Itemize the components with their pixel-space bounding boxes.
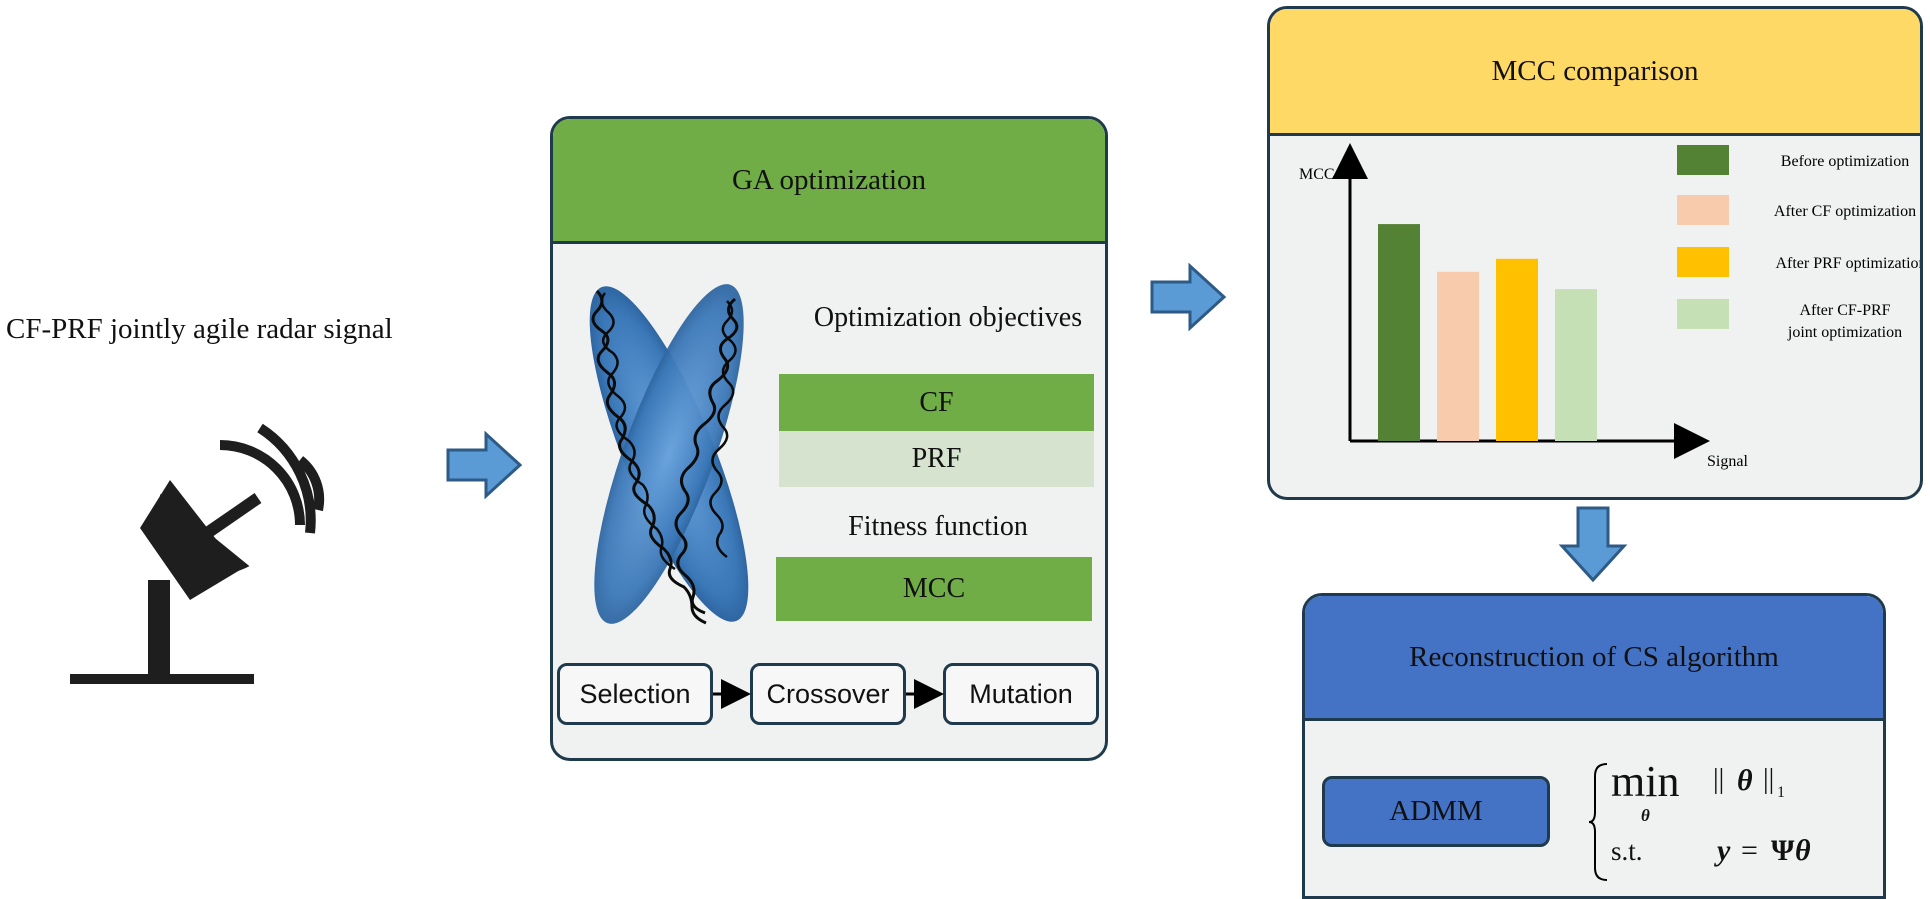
ga-panel-title: GA optimization bbox=[731, 163, 927, 196]
formula-st: s.t. bbox=[1611, 836, 1643, 866]
objectives-heading: Optimization objectives bbox=[813, 302, 1083, 333]
formula-norm-left: || bbox=[1713, 764, 1725, 795]
optimization-formula: min θ || θ || 1 s.t. y = Ψ θ bbox=[1587, 756, 1877, 896]
chromosome-icon bbox=[589, 284, 749, 625]
formula-psi: Ψ bbox=[1771, 834, 1795, 867]
arrow-down-icon bbox=[1558, 506, 1628, 583]
legend-swatch-2 bbox=[1677, 247, 1729, 277]
mcc-panel-title: MCC comparison bbox=[1491, 54, 1699, 87]
cs-panel-header: Reconstruction of CS algorithm bbox=[1305, 596, 1883, 721]
ga-optimization-panel: GA optimization Optimization objectives … bbox=[550, 116, 1108, 761]
mcc-comparison-panel: MCC comparison MCC Signal Before optimiz… bbox=[1267, 6, 1923, 500]
arrow-right-icon bbox=[446, 430, 523, 500]
legend-swatch-3 bbox=[1677, 299, 1729, 329]
bar-1 bbox=[1437, 271, 1479, 441]
fitness-heading: Fitness function bbox=[848, 511, 1028, 542]
arrow-right-icon bbox=[1150, 262, 1227, 332]
bar-3 bbox=[1555, 289, 1597, 441]
formula-equals: = bbox=[1741, 834, 1758, 867]
formula-y: y bbox=[1717, 834, 1731, 867]
ga-panel-header: GA optimization bbox=[553, 119, 1105, 244]
legend-label-1: After CF optimization bbox=[1774, 203, 1916, 220]
radar-dish-icon bbox=[70, 423, 325, 684]
formula-theta: θ bbox=[1737, 764, 1753, 797]
mcc-panel-header: MCC comparison bbox=[1270, 9, 1920, 136]
y-axis-label: MCC bbox=[1299, 166, 1335, 183]
admm-box: ADMM bbox=[1322, 776, 1550, 847]
x-axis-label: Signal bbox=[1707, 453, 1748, 470]
formula-min: min bbox=[1611, 757, 1680, 806]
legend-swatch-0 bbox=[1677, 145, 1729, 175]
brace-icon bbox=[1588, 763, 1608, 881]
legend-label-0: Before optimization bbox=[1781, 153, 1909, 170]
bar-0 bbox=[1378, 224, 1420, 441]
admm-label: ADMM bbox=[1389, 795, 1483, 827]
fitness-mcc: MCC bbox=[776, 557, 1092, 621]
legend-swatch-1 bbox=[1677, 195, 1729, 225]
legend-label-2: After PRF optimization bbox=[1775, 255, 1923, 272]
objective-cf: CF bbox=[779, 374, 1094, 431]
step-crossover: Crossover bbox=[750, 663, 906, 725]
step-selection: Selection bbox=[557, 663, 713, 725]
formula-norm-right: || bbox=[1763, 764, 1775, 795]
formula-theta-2: θ bbox=[1795, 834, 1811, 867]
cs-panel-title: Reconstruction of CS algorithm bbox=[1409, 640, 1779, 673]
formula-min-subscript: θ bbox=[1641, 806, 1650, 825]
objective-prf: PRF bbox=[779, 431, 1094, 487]
step-mutation: Mutation bbox=[943, 663, 1099, 725]
formula-norm-subscript: 1 bbox=[1777, 784, 1785, 801]
bar-2 bbox=[1496, 258, 1538, 441]
step-arrows bbox=[713, 679, 944, 709]
radar-label: CF-PRF jointly agile radar signal bbox=[6, 313, 393, 345]
cs-reconstruction-panel: Reconstruction of CS algorithm ADMM min … bbox=[1302, 593, 1886, 899]
